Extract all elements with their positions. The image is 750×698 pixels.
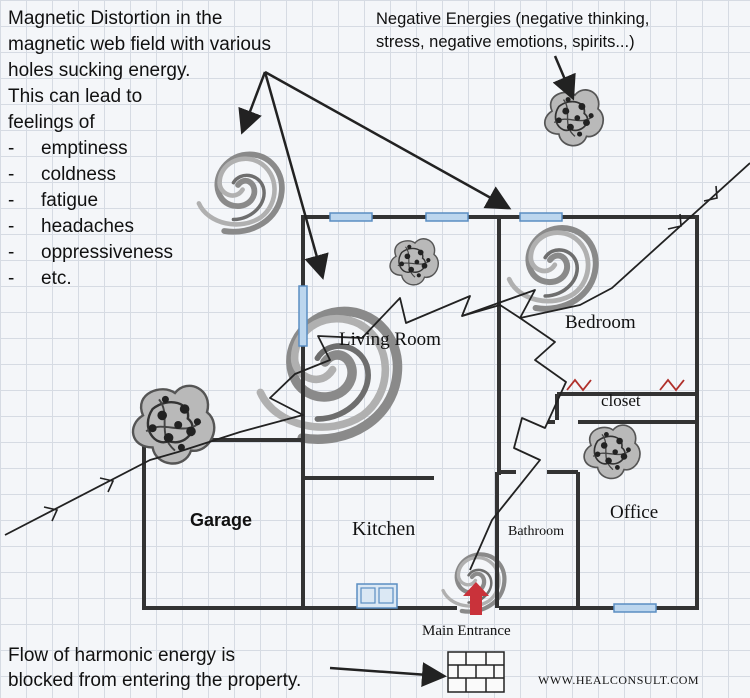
flow-line-2: blocked from entering the property. (8, 670, 302, 691)
symptom-item: coldness (8, 162, 173, 188)
negative-energies-caption: Negative Energies (negative thinking, st… (376, 8, 649, 54)
closet-hangers (566, 378, 685, 392)
symptom-item: emptiness (8, 136, 173, 162)
room-label-living-room: Living Room (339, 329, 441, 350)
symptom-item: oppressiveness (8, 240, 173, 266)
flow-caption: Flow of harmonic energy is blocked from … (8, 643, 301, 693)
symptom-list: emptiness coldness fatigue headaches opp… (8, 136, 173, 292)
room-label-office: Office (610, 502, 659, 523)
harmonic-energy-line (4, 162, 750, 571)
main-entrance-label: Main Entrance (422, 623, 511, 639)
negative-energy-blob-icon (543, 88, 605, 147)
distortion-description: Magnetic Distortion in the magnetic web … (8, 6, 271, 136)
distortion-line: holes sucking energy. (8, 60, 191, 81)
distortion-line: This can lead to (8, 86, 143, 107)
distortion-spiral-icon (199, 154, 282, 231)
website-watermark: WWW.HEALCONSULT.COM (538, 673, 700, 687)
entrance-arrow-icon (463, 582, 489, 615)
distortion-spiral-icon (509, 228, 596, 309)
room-label-closet: closet (601, 391, 641, 410)
room-label-garage: Garage (190, 510, 253, 530)
symptom-item: headaches (8, 214, 173, 240)
symptom-item: fatigue (8, 188, 173, 214)
room-label-bathroom: Bathroom (508, 524, 564, 539)
negative-line-2: stress, negative emotions, spirits...) (376, 33, 635, 51)
negative-energy-blob-icon (583, 424, 641, 480)
distortion-line: magnetic web field with various (8, 34, 271, 55)
brick-wall-icon (447, 651, 505, 693)
sink-icon (356, 583, 398, 609)
negative-line-1: Negative Energies (negative thinking, (376, 10, 650, 28)
distortion-line: feelings of (8, 112, 95, 133)
pointer-arrows (238, 55, 576, 280)
flow-line-1: Flow of harmonic energy is (8, 645, 236, 666)
flow-arrow (329, 662, 447, 688)
windows (298, 212, 657, 613)
distortion-line: Magnetic Distortion in the (8, 8, 223, 29)
room-label-bedroom: Bedroom (565, 312, 636, 333)
negative-energy-blob-icon (389, 238, 440, 286)
symptom-item: etc. (8, 266, 173, 292)
room-label-kitchen: Kitchen (352, 518, 416, 540)
